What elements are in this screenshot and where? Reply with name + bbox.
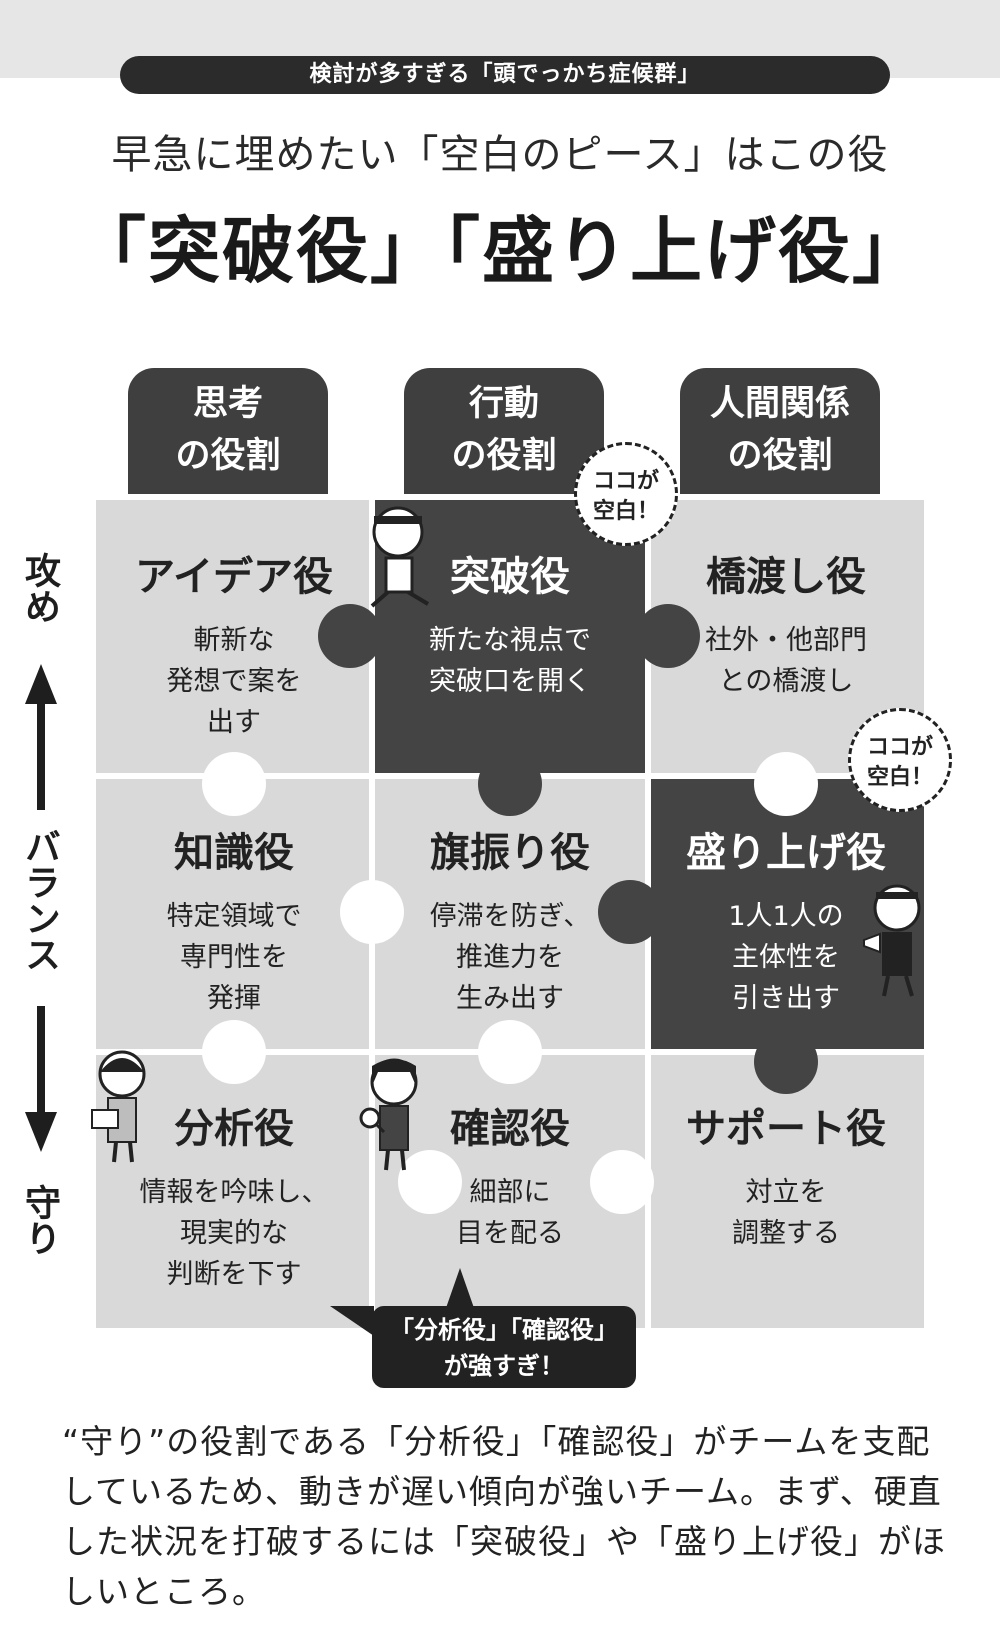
puzzle-knob-hole — [590, 1150, 654, 1214]
column-header-relationship: 人間関係 の役割 — [680, 368, 880, 494]
desc-line: 発想で案を — [166, 666, 302, 697]
cheerleader-character-icon — [863, 884, 921, 997]
piece-name: 盛り上げ役 — [686, 830, 886, 876]
desc-line: 推進力を — [456, 942, 564, 973]
piece-description: 対立を 調整する — [648, 1172, 924, 1254]
piece-description: 社外・他部門 との橋渡し — [648, 620, 924, 702]
explanation-text: “守り”の役割である「分析役」「確認役」がチームを支配 しているため、動きが遅い… — [62, 1417, 952, 1617]
piece-name: 分析役 — [174, 1106, 294, 1152]
desc-line: 目を配る — [456, 1218, 564, 1249]
header-pill: 検討が多すぎる「頭でっかち症候群」 — [120, 56, 890, 94]
piece-name: サポート役 — [686, 1106, 886, 1152]
arrow-up-shaft — [37, 700, 45, 810]
empty-slot-burst: ココが 空白！ — [574, 442, 678, 546]
desc-line: 発揮 — [207, 983, 261, 1014]
piece-name: 橋渡し役 — [706, 554, 866, 600]
burst-text: ココが — [866, 735, 933, 760]
puzzle-knob — [636, 604, 700, 668]
column-header-action: 行動 の役割 — [404, 368, 604, 494]
desc-line: 調整する — [732, 1218, 840, 1249]
desc-line: 特定領域で — [166, 901, 302, 932]
subtitle: 早急に埋めたい「空白のピース」はこの役 — [111, 132, 889, 178]
puzzle-piece-support: サポート役 対立を 調整する — [648, 1052, 924, 1328]
piece-description: 停滞を防ぎ、 推進力を 生み出す — [372, 896, 648, 1019]
page-title: 「突破役」「盛り上げ役」 — [73, 209, 926, 293]
piece-name: 突破役 — [450, 554, 570, 600]
burst-text: ココが — [592, 469, 659, 494]
desc-line: 細部に — [469, 1177, 551, 1208]
desc-line: 突破口を開く — [429, 666, 591, 697]
puzzle-knob-hole — [202, 752, 266, 816]
column-header-line: の役割 — [451, 436, 557, 476]
empty-slot-burst: ココが 空白！ — [848, 708, 952, 812]
desc-line: 停滞を防ぎ、 — [429, 901, 591, 932]
desc-line: 専門性を — [180, 942, 288, 973]
axis-label-balance: バランス — [16, 828, 62, 982]
desc-line: 現実的な — [180, 1218, 288, 1249]
piece-name: 知識役 — [174, 830, 294, 876]
explanation-line: しいところ。 — [62, 1572, 266, 1611]
arrow-down-shaft — [37, 1006, 45, 1116]
piece-name: 確認役 — [450, 1106, 570, 1152]
desc-line: 主体性を — [732, 942, 840, 973]
callout-text: が強すぎ！ — [444, 1352, 564, 1380]
axis-label-text: 攻め — [19, 552, 60, 624]
desc-line: 生み出す — [456, 983, 564, 1014]
puzzle-knob — [598, 880, 662, 944]
desc-line: 新たな視点で — [429, 625, 591, 656]
puzzle-knob-hole — [202, 1020, 266, 1084]
inspector-character-icon — [359, 1058, 418, 1171]
puzzle-piece-analysis: 分析役 情報を吟味し、 現実的な 判断を下す — [96, 1052, 372, 1328]
puzzle-knob-hole — [754, 752, 818, 816]
analyst-character-icon — [91, 1050, 146, 1163]
column-header-line: 行動 — [468, 384, 539, 424]
column-header-line: の役割 — [175, 436, 281, 476]
desc-line: 判断を下す — [166, 1259, 302, 1290]
puzzle-piece-knowledge: 知識役 特定領域で 専門性を 発揮 — [96, 776, 372, 1052]
axis-label-offense: 攻め — [16, 552, 62, 634]
puzzle-knob — [318, 604, 382, 668]
callout-pointer — [330, 1306, 374, 1336]
callout-text: 「分析役」「確認役」 — [390, 1316, 618, 1344]
puzzle-knob-hole — [340, 880, 404, 944]
explanation-line: しているため、動きが遅い傾向が強いチーム。まず、硬直 — [62, 1472, 942, 1511]
piece-description: 新たな視点で 突破口を開く — [372, 620, 648, 702]
burst-text: 空白！ — [866, 765, 933, 790]
column-header-line: 思考 — [192, 384, 263, 424]
arrow-up-icon — [25, 664, 57, 704]
too-strong-callout: 「分析役」「確認役」 が強すぎ！ — [372, 1306, 636, 1388]
desc-line: 引き出す — [732, 983, 840, 1014]
desc-line: 斬新な — [193, 625, 275, 656]
callout-pointer — [446, 1268, 474, 1308]
explanation-line: した状況を打破するには「突破役」や「盛り上げ役」がほ — [62, 1522, 946, 1561]
burst-text: 空白！ — [592, 499, 659, 524]
axis-label-defense: 守り — [16, 1184, 62, 1266]
desc-line: 対立を — [745, 1177, 827, 1208]
arrow-down-icon — [25, 1112, 57, 1152]
piece-description: 斬新な 発想で案を 出す — [96, 620, 372, 743]
column-header-line: の役割 — [727, 436, 833, 476]
piece-description: 細部に 目を配る — [372, 1172, 648, 1254]
piece-description: 特定領域で 専門性を 発揮 — [96, 896, 372, 1019]
piece-name: 旗振り役 — [430, 830, 590, 876]
desc-line: 出す — [207, 707, 261, 738]
puzzle-knob-hole — [398, 1150, 462, 1214]
piece-description: 1人1人の 主体性を 引き出す — [648, 896, 924, 1019]
desc-line: 1人1人の — [728, 901, 844, 932]
piece-description: 情報を吟味し、 現実的な 判断を下す — [96, 1172, 372, 1295]
puzzle-knob — [754, 1030, 818, 1094]
desc-line: 社外・他部門 — [705, 625, 867, 656]
explanation-line: “守り”の役割である「分析役」「確認役」がチームを支配 — [62, 1422, 931, 1461]
runner-character-icon — [370, 506, 430, 608]
puzzle-knob-hole — [478, 1020, 542, 1084]
puzzle-knob — [478, 752, 542, 816]
axis-label-text: バランス — [19, 828, 60, 972]
desc-line: 情報を吟味し、 — [139, 1177, 329, 1208]
piece-name: アイデア役 — [135, 554, 333, 600]
axis-label-text: 守り — [19, 1184, 60, 1256]
column-header-line: 人間関係 — [709, 384, 850, 424]
column-header-thinking: 思考 の役割 — [128, 368, 328, 494]
desc-line: との橋渡し — [718, 666, 854, 697]
